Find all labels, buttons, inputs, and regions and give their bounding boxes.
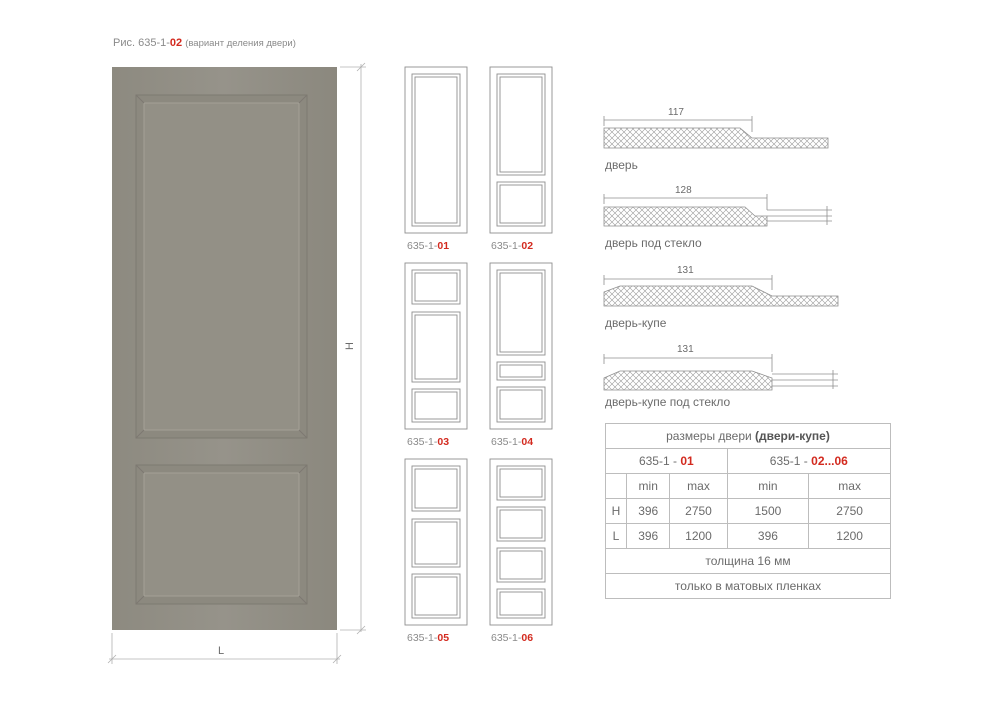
- variant-02-drawing: [489, 66, 553, 234]
- table-cell: 1200: [808, 523, 891, 549]
- door-lower-panel: [135, 464, 308, 605]
- height-dimension: [340, 62, 366, 635]
- table-cell: 1200: [669, 523, 728, 549]
- profile-dimension-1: 117: [668, 107, 684, 118]
- figure-caption: Рис. 635-1-02 (вариант деления двери): [113, 37, 296, 49]
- col-min-2: min: [726, 473, 810, 499]
- profile-label-4: дверь-купе под стекло: [605, 395, 731, 409]
- finish-note: только в матовых пленках: [605, 573, 891, 599]
- variant-label-04: 635-1-04: [491, 436, 534, 448]
- variant-04-drawing: [489, 262, 553, 430]
- table-title-row: размеры двери (двери-купе): [605, 423, 891, 449]
- group-02-06-header: 635-1 - 02...06: [726, 448, 892, 474]
- variant-05-drawing: [404, 458, 468, 626]
- variant-03-drawing: [404, 262, 468, 430]
- profile-dimension-4: 131: [677, 344, 694, 355]
- profile-sliding-door: [603, 275, 839, 307]
- table-cell: 2750: [808, 498, 891, 524]
- table-cell: 396: [625, 498, 671, 524]
- table-row: L 396 1200 396 1200: [605, 523, 891, 549]
- finish-row: только в матовых пленках: [605, 573, 891, 599]
- profile-door-glass: [603, 194, 832, 227]
- variant-label-06: 635-1-06: [491, 632, 534, 644]
- variant-label-02: 635-1-02: [491, 240, 534, 252]
- variant-label-03: 635-1-03: [407, 436, 450, 448]
- table-row: H 396 2750 1500 2750: [605, 498, 891, 524]
- table-cell: 396: [726, 523, 810, 549]
- thickness-note: толщина 16 мм: [605, 548, 891, 574]
- variant-06-drawing: [489, 458, 553, 626]
- door-upper-panel: [135, 94, 308, 439]
- profile-label-3: дверь-купе: [605, 316, 667, 330]
- width-dimension: [107, 633, 342, 664]
- profile-label-2: дверь под стекло: [605, 236, 702, 250]
- table-title: размеры двери (двери-купе): [605, 423, 891, 449]
- empty-cell: [605, 473, 627, 499]
- caption-prefix: Рис. 635-1-: [113, 37, 170, 49]
- table-group-row: 635-1 - 01 635-1 - 02...06: [605, 448, 892, 474]
- width-label: L: [218, 645, 225, 657]
- caption-description: (вариант деления двери): [185, 38, 296, 49]
- profile-sliding-door-glass: [603, 354, 838, 391]
- variant-01-drawing: [404, 66, 468, 234]
- row-label: H: [605, 498, 627, 524]
- profile-dimension-3: 131: [677, 265, 694, 276]
- col-min-1: min: [625, 473, 671, 499]
- table-cell: 1500: [726, 498, 810, 524]
- dimensions-table: размеры двери (двери-купе) 635-1 - 01 63…: [605, 423, 892, 599]
- variant-label-01: 635-1-01: [407, 240, 450, 252]
- profile-door: [603, 116, 829, 149]
- caption-variant: 02: [169, 37, 183, 49]
- table-cell: 396: [625, 523, 671, 549]
- table-cell: 2750: [669, 498, 728, 524]
- row-label: L: [605, 523, 627, 549]
- thickness-row: толщина 16 мм: [605, 548, 891, 574]
- profile-label-1: дверь: [605, 158, 638, 172]
- col-max-2: max: [808, 473, 891, 499]
- profile-dimension-2: 128: [675, 185, 692, 196]
- variant-label-05: 635-1-05: [407, 632, 450, 644]
- table-minmax-row: min max min max: [605, 473, 891, 499]
- col-max-1: max: [669, 473, 728, 499]
- group-01-header: 635-1 - 01: [605, 448, 728, 474]
